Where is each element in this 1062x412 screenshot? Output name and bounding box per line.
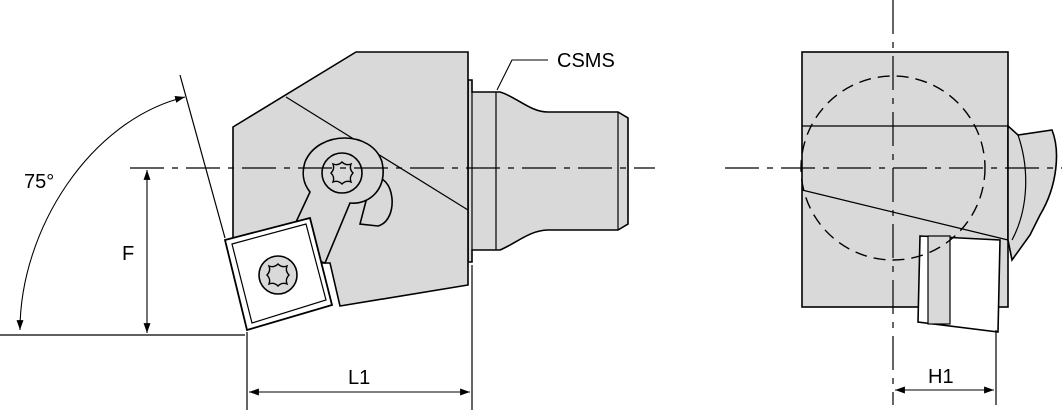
front-view	[725, 0, 1062, 405]
front-clamp-curve	[1011, 134, 1027, 241]
label-csms: CSMS	[557, 50, 615, 72]
label-f: F	[122, 243, 134, 265]
insert-screw	[258, 255, 298, 295]
clamp-screw	[321, 152, 363, 194]
angle-edge-line	[179, 74, 226, 239]
side-view	[0, 51, 655, 410]
insert-inner	[231, 223, 327, 324]
front-slope-line	[801, 189, 1009, 241]
leader-csms	[496, 59, 548, 91]
front-insert-band	[927, 235, 951, 325]
label-angle: 75°	[24, 171, 54, 193]
label-h1: H1	[928, 366, 954, 388]
front-clamp	[1007, 124, 1058, 262]
label-l1: L1	[348, 367, 370, 389]
torx-icon-clamp	[330, 161, 354, 185]
shank	[467, 79, 629, 263]
angle-arc	[16, 95, 186, 331]
torx-icon-insert	[266, 263, 290, 287]
